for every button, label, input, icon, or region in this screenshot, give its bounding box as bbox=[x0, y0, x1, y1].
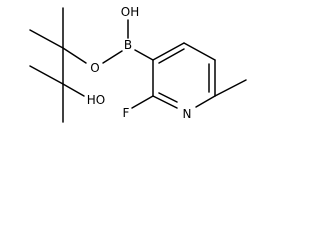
bond-b-o bbox=[102, 50, 123, 64]
bond-c6-me bbox=[214, 79, 247, 97]
bond-cq1-me2 bbox=[29, 29, 64, 49]
bonds bbox=[29, 7, 247, 123]
bond-c3-c4-inner bbox=[158, 48, 185, 64]
chemical-structure: B OH O HO F N bbox=[29, 5, 247, 123]
atom-ester-oxygen: O bbox=[90, 61, 99, 75]
bond-c2-f bbox=[131, 95, 154, 109]
atom-fluorine: F bbox=[123, 106, 130, 120]
atom-boron: B bbox=[124, 38, 132, 52]
bond-cq2-me1 bbox=[29, 65, 64, 85]
atom-ring-nitrogen: N bbox=[183, 107, 192, 121]
bond-n-c2 bbox=[152, 95, 178, 109]
atom-alcohol-oh: HO bbox=[87, 93, 105, 107]
bond-cq2-oh bbox=[62, 83, 85, 97]
bond-c6-n bbox=[195, 95, 216, 108]
bond-b-c3 bbox=[134, 49, 154, 61]
bond-o-cq1 bbox=[62, 47, 87, 64]
bond-c4-c5 bbox=[183, 42, 216, 61]
bond-c3-c4 bbox=[152, 42, 185, 61]
bond-n-c2-inner bbox=[158, 92, 178, 103]
atom-labels: B OH O HO F N bbox=[87, 5, 192, 121]
atom-boron-oh: OH bbox=[121, 5, 139, 19]
